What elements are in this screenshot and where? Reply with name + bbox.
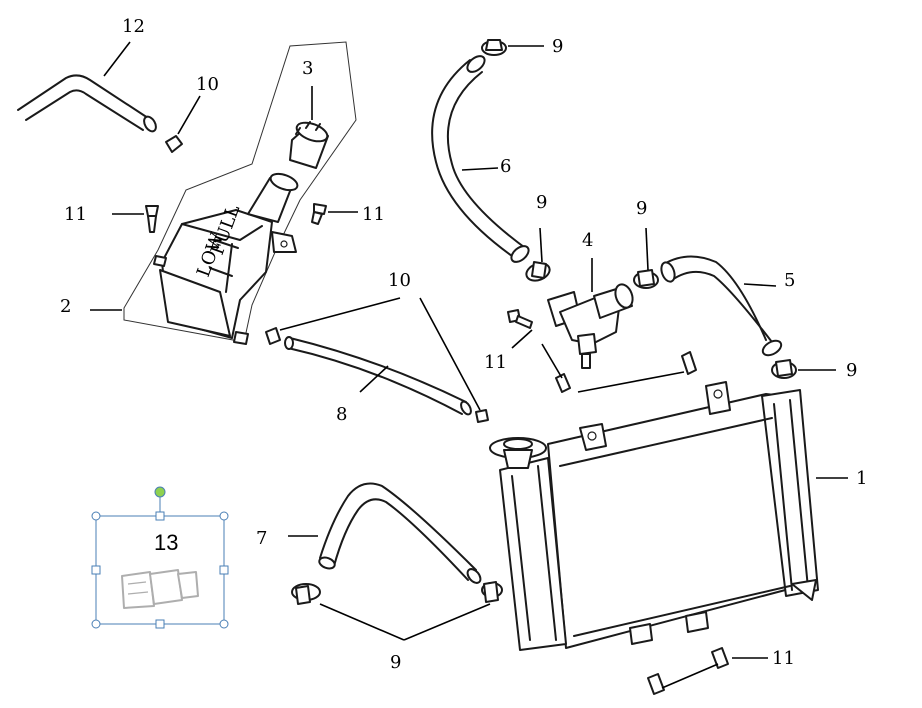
resize-handle-b[interactable] bbox=[155, 619, 165, 629]
hose-clamp-part-9-right bbox=[771, 359, 836, 379]
resize-handle-tl[interactable] bbox=[91, 511, 101, 521]
upper-hose-part-6 bbox=[431, 55, 530, 263]
callout-10-mid: 10 bbox=[388, 270, 411, 291]
bolt-part-11-bottom bbox=[647, 647, 768, 695]
hose-clamp-part-9-bottom bbox=[291, 581, 503, 641]
callout-3: 3 bbox=[302, 58, 313, 79]
callout-9-bottom: 9 bbox=[390, 652, 401, 673]
callout-2: 2 bbox=[60, 296, 71, 317]
callout-9-right: 9 bbox=[636, 198, 647, 219]
reservoir-tank-part-2: FULL LOW bbox=[90, 41, 357, 345]
resize-handle-br[interactable] bbox=[219, 619, 229, 629]
resize-handle-r[interactable] bbox=[219, 565, 229, 575]
callout-7: 7 bbox=[256, 528, 267, 549]
small-hose-part-8 bbox=[284, 336, 472, 416]
callout-1: 1 bbox=[856, 468, 867, 489]
bolt-part-11-mid bbox=[311, 203, 358, 225]
hose-clamp-part-9-top bbox=[481, 39, 544, 56]
callout-9-left: 9 bbox=[536, 192, 547, 213]
callout-9-top: 9 bbox=[552, 36, 563, 57]
callout-9-radiator: 9 bbox=[846, 360, 857, 381]
lower-hose-part-7 bbox=[288, 482, 482, 584]
hose-clip-part-10-top bbox=[165, 95, 201, 153]
overflow-hose-part-12 bbox=[17, 41, 157, 133]
resize-handle-t[interactable] bbox=[155, 511, 165, 521]
right-hose-part-5 bbox=[660, 255, 783, 357]
radiator-part-1 bbox=[489, 381, 848, 651]
callout-4: 4 bbox=[582, 230, 593, 251]
callout-11-thermostat: 11 bbox=[484, 352, 507, 373]
reservoir-cap-part-3 bbox=[289, 86, 329, 169]
selection-box-part-13[interactable]: 13 bbox=[91, 486, 229, 629]
callout-10-top: 10 bbox=[196, 74, 219, 95]
selection-label: 13 bbox=[154, 530, 178, 555]
resize-handle-tr[interactable] bbox=[219, 511, 229, 521]
hose-clip-part-10-pair bbox=[265, 297, 489, 423]
connector-image bbox=[121, 569, 199, 609]
resize-handle-l[interactable] bbox=[91, 565, 101, 575]
callout-6: 6 bbox=[500, 156, 511, 177]
callout-8: 8 bbox=[336, 404, 347, 425]
callout-11-mid: 11 bbox=[362, 204, 385, 225]
bolt-part-11-left bbox=[112, 205, 159, 233]
callout-5: 5 bbox=[784, 270, 795, 291]
rotate-handle[interactable] bbox=[154, 486, 166, 498]
bolt-part-11-thermostat bbox=[507, 309, 697, 393]
resize-handle-bl[interactable] bbox=[91, 619, 101, 629]
hose-clamp-part-9-thermo-right bbox=[633, 227, 659, 289]
hose-clamp-part-9-thermo-left bbox=[525, 227, 551, 282]
callout-11-bottom: 11 bbox=[772, 648, 795, 669]
callout-11-left: 11 bbox=[64, 204, 87, 225]
callout-12: 12 bbox=[122, 16, 145, 37]
thermostat-housing-part-4 bbox=[547, 258, 634, 369]
